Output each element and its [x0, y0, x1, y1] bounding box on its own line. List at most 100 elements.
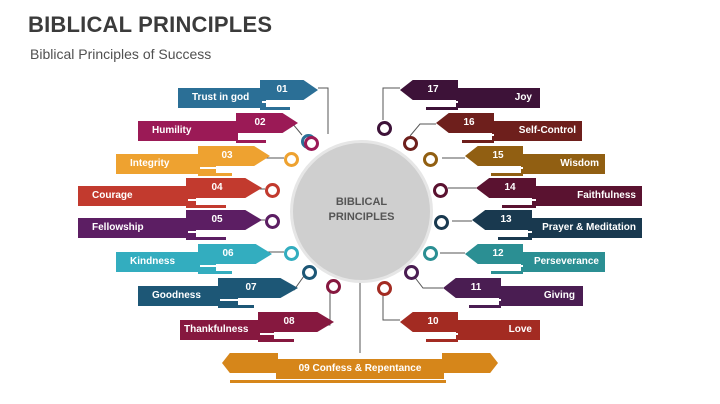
page-title: BIBLICAL PRINCIPLES	[28, 12, 273, 37]
center-label-line1: BIBLICAL	[335, 196, 388, 208]
item-underline	[491, 173, 523, 176]
item-number: 13	[472, 210, 532, 230]
ring-icon-08	[326, 279, 341, 294]
principle-item-02: Humility 02	[138, 113, 298, 143]
item-accent-line	[498, 231, 532, 233]
ring-icon-17	[377, 121, 392, 136]
principle-item-05: Fellowship 05	[78, 210, 262, 240]
item-number: 14	[476, 178, 536, 198]
item-underline	[230, 380, 446, 383]
principle-item-06: Kindness 06	[116, 244, 272, 274]
item-accent-line	[188, 231, 228, 233]
center-label-line2: PRINCIPLES	[328, 211, 395, 223]
right-arrow-cap	[442, 353, 498, 373]
principle-item-03: Integrity 03	[116, 146, 270, 176]
item-number: 01	[260, 80, 318, 100]
ring-icon-16	[403, 136, 418, 151]
item-number: 11	[443, 278, 501, 298]
item-number: 06	[198, 244, 272, 264]
item-number: 12	[465, 244, 523, 264]
item-accent-line	[224, 374, 276, 376]
ring-icon-04	[265, 183, 280, 198]
item-number: 08	[258, 312, 334, 332]
item-underline	[198, 173, 232, 176]
principle-item-13: 13 Prayer & Meditation	[472, 210, 642, 240]
ring-icon-12	[423, 246, 438, 261]
item-label: Fellowship	[78, 218, 196, 238]
item-accent-line	[262, 101, 292, 103]
item-label: Love	[456, 320, 540, 340]
ring-icon-15	[423, 152, 438, 167]
item-accent-line	[491, 167, 523, 169]
item-number: 02	[236, 113, 298, 133]
principle-item-10: 10 Love	[400, 312, 540, 342]
item-number: 17	[400, 80, 458, 100]
item-accent-line	[238, 134, 268, 136]
item-underline	[236, 140, 266, 143]
item-number: 16	[436, 113, 494, 133]
item-accent-line	[426, 101, 458, 103]
ring-icon-05	[265, 214, 280, 229]
ring-icon-02	[304, 136, 319, 151]
ring-icon-10	[377, 281, 392, 296]
item-number: 05	[186, 210, 262, 230]
principle-item-14: 14 Faithfulness	[476, 178, 642, 208]
item-label: Courage	[78, 186, 196, 206]
principle-item-15: 15 Wisdom	[465, 146, 605, 176]
center-label: BIBLICAL PRINCIPLES	[293, 195, 430, 225]
principle-item-08: Thankfulness 08	[180, 312, 334, 342]
ring-icon-14	[433, 183, 448, 198]
item-number: 04	[186, 178, 262, 198]
item-accent-line	[502, 199, 536, 201]
item-underline	[218, 305, 254, 308]
principle-item-09: 09 Confess & Repentance	[222, 353, 498, 383]
ring-icon-11	[404, 265, 419, 280]
item-underline	[186, 237, 226, 240]
principle-item-07: Goodness 07	[138, 278, 298, 308]
item-label: Perseverance	[521, 252, 605, 272]
item-underline	[426, 107, 458, 110]
item-underline	[198, 271, 232, 274]
item-accent-line	[188, 199, 228, 201]
page-subtitle: Biblical Principles of Success	[30, 46, 212, 62]
item-label: Goodness	[138, 286, 238, 306]
item-underline	[186, 205, 226, 208]
item-underline	[502, 205, 536, 208]
item-underline	[258, 339, 294, 342]
item-accent-line	[200, 167, 234, 169]
left-arrow-cap	[222, 353, 278, 373]
item-label: Self-Control	[492, 121, 582, 141]
item-label: Thankfulness	[180, 320, 274, 340]
principle-item-04: Courage 04	[78, 178, 262, 208]
ring-icon-13	[434, 215, 449, 230]
item-label: Giving	[499, 286, 583, 306]
item-label: Prayer & Meditation	[528, 218, 642, 238]
ring-icon-03	[284, 152, 299, 167]
item-underline	[498, 237, 532, 240]
item-number: 03	[198, 146, 270, 166]
item-underline	[426, 339, 458, 342]
principle-item-11: 11 Giving	[443, 278, 583, 308]
principle-item-16: 16 Self-Control	[436, 113, 582, 143]
item-label: Trust in god	[178, 88, 266, 108]
item-underline	[469, 305, 501, 308]
item-accent-line	[491, 265, 523, 267]
principle-item-01: Trust in god 01	[178, 80, 318, 110]
item-number: 07	[218, 278, 298, 298]
center-circle: BIBLICAL PRINCIPLES	[290, 140, 433, 283]
item-accent-line	[200, 265, 234, 267]
item-label: Integrity	[116, 154, 216, 174]
item-underline	[260, 107, 290, 110]
item-label: Wisdom	[521, 154, 605, 174]
principle-item-17: 17 Joy	[400, 80, 540, 110]
ring-icon-07	[302, 265, 317, 280]
item-number: 15	[465, 146, 523, 166]
item-label: Kindness	[116, 252, 216, 272]
item-accent-line	[469, 299, 501, 301]
item-label: Humility	[138, 121, 238, 141]
item-accent-line	[426, 333, 458, 335]
item-label: Joy	[456, 88, 540, 108]
item-label: 09 Confess & Repentance	[276, 359, 444, 379]
item-accent-line	[260, 333, 296, 335]
item-label: Faithfulness	[532, 186, 642, 206]
